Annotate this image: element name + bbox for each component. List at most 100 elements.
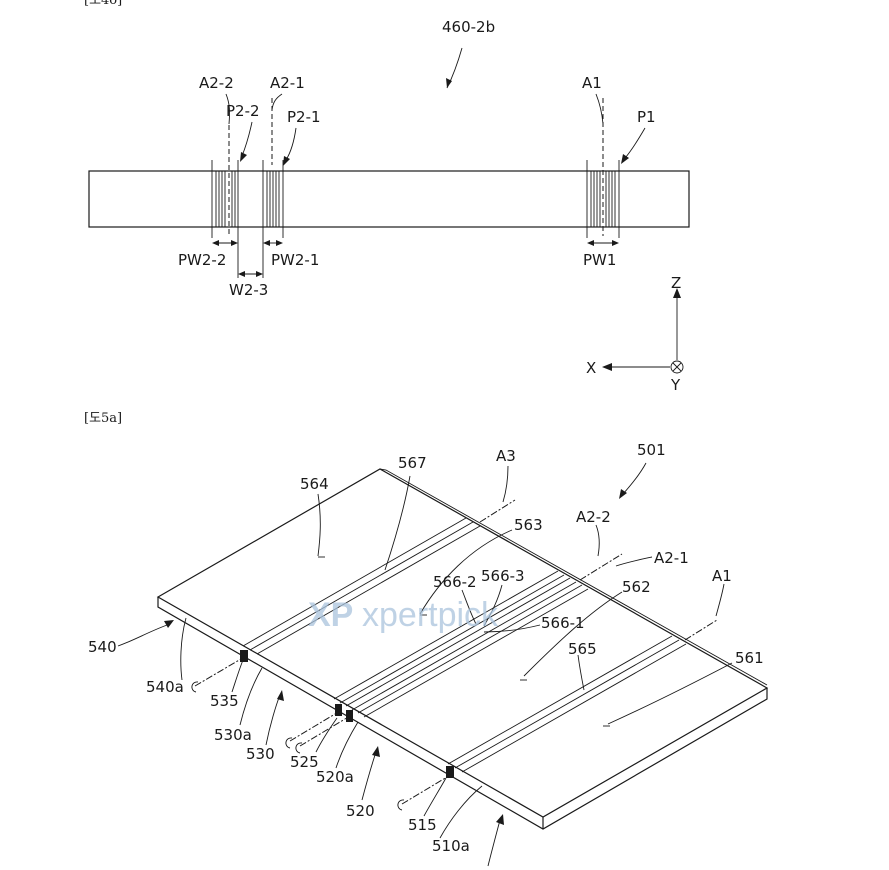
leader-561 [607,662,733,725]
rotation-mark-540a [191,681,199,693]
bottom-ref-leader [622,462,647,495]
top-figure-caption: [도4o] [84,0,122,8]
leader-567 [384,475,411,571]
dimension-pw1 [587,240,619,246]
label-530a: 530a [214,726,252,744]
label-a2-2: A2-2 [199,74,234,92]
leader-530a [239,667,263,726]
dimension-pw2-2 [212,240,238,246]
pattern-p2-2 [211,160,239,238]
arrowhead-p2-2 [240,152,247,162]
top-ref-label: 460-2b [442,18,495,36]
pattern-p2-1 [262,160,284,238]
arrowhead-530 [277,690,284,701]
leader-563 [419,529,513,615]
leader-a1-b [715,583,725,617]
leader-525 [315,717,338,753]
axis-a2-1-front [299,715,351,747]
top-ref-arrowhead [446,78,452,88]
axis-a1-front [401,773,453,805]
leader-p1 [624,127,646,159]
label-pw1: PW1 [583,251,616,269]
bottom-ref-arrowhead [619,489,627,499]
label-540: 540 [88,638,117,656]
leader-a1 [595,93,604,125]
leader-535 [231,659,244,693]
fold-band-567 [242,517,481,655]
leader-562 [523,591,623,677]
leader-a2-1-b [615,556,653,567]
label-520a: 520a [316,768,354,786]
leader-a2-2-b [595,524,600,557]
axis-a3-back [479,499,516,523]
arrowhead-p2-1 [283,156,290,166]
dimension-pw2-1 [263,240,283,246]
label-a2-1: A2-1 [270,74,305,92]
leader-p2-1 [285,127,297,161]
fold-band-565 [447,635,687,773]
arrowhead-520 [372,746,380,757]
watermark-logo: XP [308,596,353,634]
label-a1-b: A1 [712,567,732,585]
label-a2-1-b: A2-1 [654,549,689,567]
label-561: 561 [735,649,764,667]
bottom-figure: 501 [88,441,769,867]
coordinate-axes [602,288,684,374]
hinge-525a [335,704,342,716]
label-563: 563 [514,516,543,534]
device-back-edge-shade [379,468,768,686]
watermark-text: xpertpick [362,596,499,634]
label-a3: A3 [496,447,516,465]
leader-510a [439,785,483,839]
leader-540a [180,617,187,681]
leader-520 [361,751,377,801]
axis-z-label: Z [671,274,681,292]
axis-a2-back [579,553,623,581]
leader-564 [317,493,321,557]
leader-530 [265,694,281,746]
label-a2-2-b: A2-2 [576,508,611,526]
hinge-535 [240,650,248,662]
label-566-2: 566-2 [433,573,477,591]
foldable-device [156,468,769,830]
leader-566-2 [461,589,477,625]
rotation-mark-a1 [397,799,405,811]
rotation-mark-a2-2 [285,737,293,749]
label-562: 562 [622,578,651,596]
arrowhead-p1 [621,154,629,164]
label-510a: 510a [432,837,470,855]
label-a1: A1 [582,74,602,92]
label-566-1: 566-1 [541,614,585,632]
label-535: 535 [210,692,239,710]
fold-band-566 [333,570,589,718]
bottom-figure-caption: [도5a] [84,411,122,426]
arrowhead-540 [164,620,174,628]
pattern-p1 [586,160,620,238]
watermark: XP xpertpick [308,596,499,634]
label-525: 525 [290,753,319,771]
axis-a2-2-front [289,710,341,742]
dimension-w2-3 [237,238,264,278]
label-567: 567 [398,454,427,472]
label-p1: P1 [637,108,656,126]
label-p2-2: P2-2 [226,102,260,120]
axis-a1-back [684,619,718,641]
hinge-515 [446,766,454,778]
leader-565 [577,654,585,691]
leader-520a [335,721,359,769]
leader-a2-2 [225,93,230,125]
label-p2-1: P2-1 [287,108,321,126]
rotation-mark-a2-1 [295,742,303,754]
label-540a: 540a [146,678,184,696]
leader-566-1 [483,624,541,633]
leader-510 [487,819,501,867]
axis-y-label: Y [670,376,681,394]
label-pw2-1: PW2-1 [271,251,319,269]
label-565: 565 [568,640,597,658]
label-530: 530 [246,745,275,763]
axis-a3-front [194,655,247,687]
label-564: 564 [300,475,329,493]
top-figure: 460-2b [88,18,690,394]
leader-566-3 [483,584,503,627]
